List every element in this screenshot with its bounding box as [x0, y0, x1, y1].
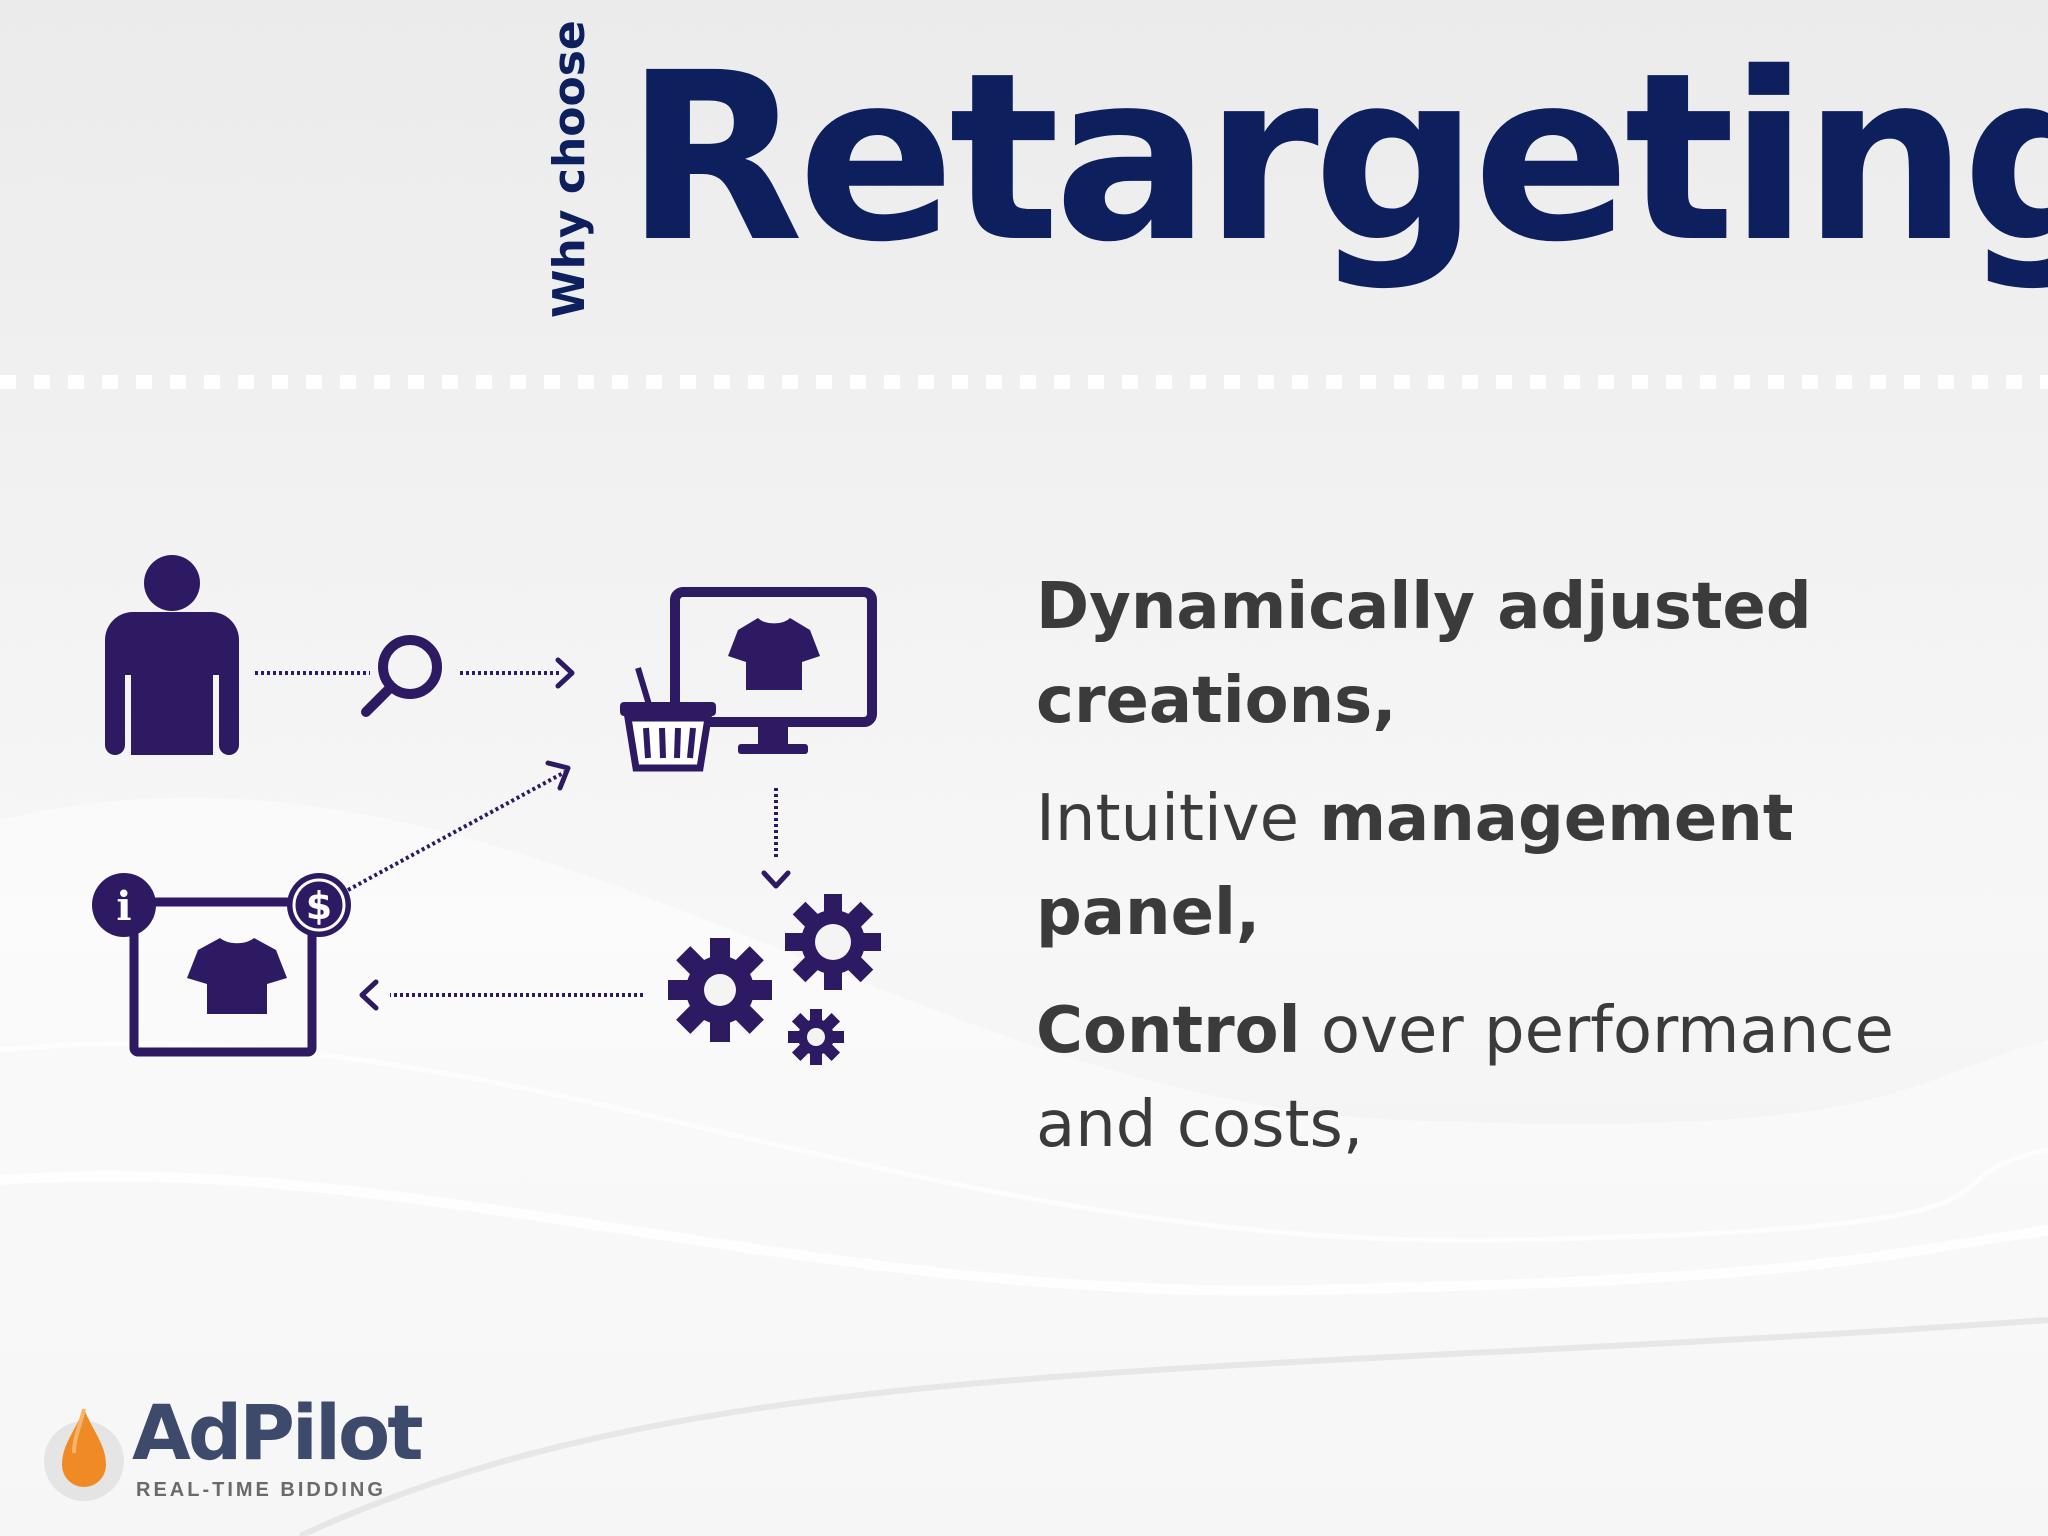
benefits-list: Dynamically adjusted creations, Intuitiv… — [1036, 560, 2016, 1196]
shopping-basket-icon — [620, 667, 716, 772]
header: Why choose Retargeting — [0, 0, 2048, 375]
logo-tagline: REAL-TIME BIDDING — [136, 1479, 386, 1501]
dollar-icon: $ — [287, 873, 351, 937]
monitor-tshirt-icon — [670, 587, 877, 754]
logo-drop-icon — [44, 1408, 124, 1501]
adpilot-logo: AdPilot REAL-TIME BIDDING — [44, 1395, 424, 1505]
search-icon — [361, 635, 442, 717]
retargeting-diagram: i $ — [92, 555, 881, 1065]
benefit-item: Dynamically adjusted creations, — [1036, 560, 2016, 748]
page-title: Retargeting — [625, 23, 2048, 293]
benefit-control: Control — [1036, 994, 1301, 1068]
header-kicker: Why choose — [544, 20, 595, 318]
info-icon: i — [92, 873, 156, 937]
benefit-text: Intuitive — [1036, 782, 1320, 856]
ad-banner-tshirt-icon — [129, 897, 317, 1057]
benefit-management-panel: management panel, — [1036, 782, 1794, 950]
logo-name: AdPilot — [132, 1388, 424, 1477]
benefit-item: Control over performance and costs, — [1036, 984, 2016, 1172]
svg-text:i: i — [116, 883, 131, 930]
user-icon — [105, 555, 239, 755]
dotted-divider — [0, 375, 2048, 389]
gears-icon — [668, 894, 881, 1065]
benefit-dynamic-creations: Dynamically adjusted creations, — [1036, 570, 1812, 738]
benefit-text: over performance and costs, — [1036, 994, 1894, 1162]
svg-text:$: $ — [306, 884, 332, 928]
benefit-item: Intuitive management panel, — [1036, 772, 2016, 960]
